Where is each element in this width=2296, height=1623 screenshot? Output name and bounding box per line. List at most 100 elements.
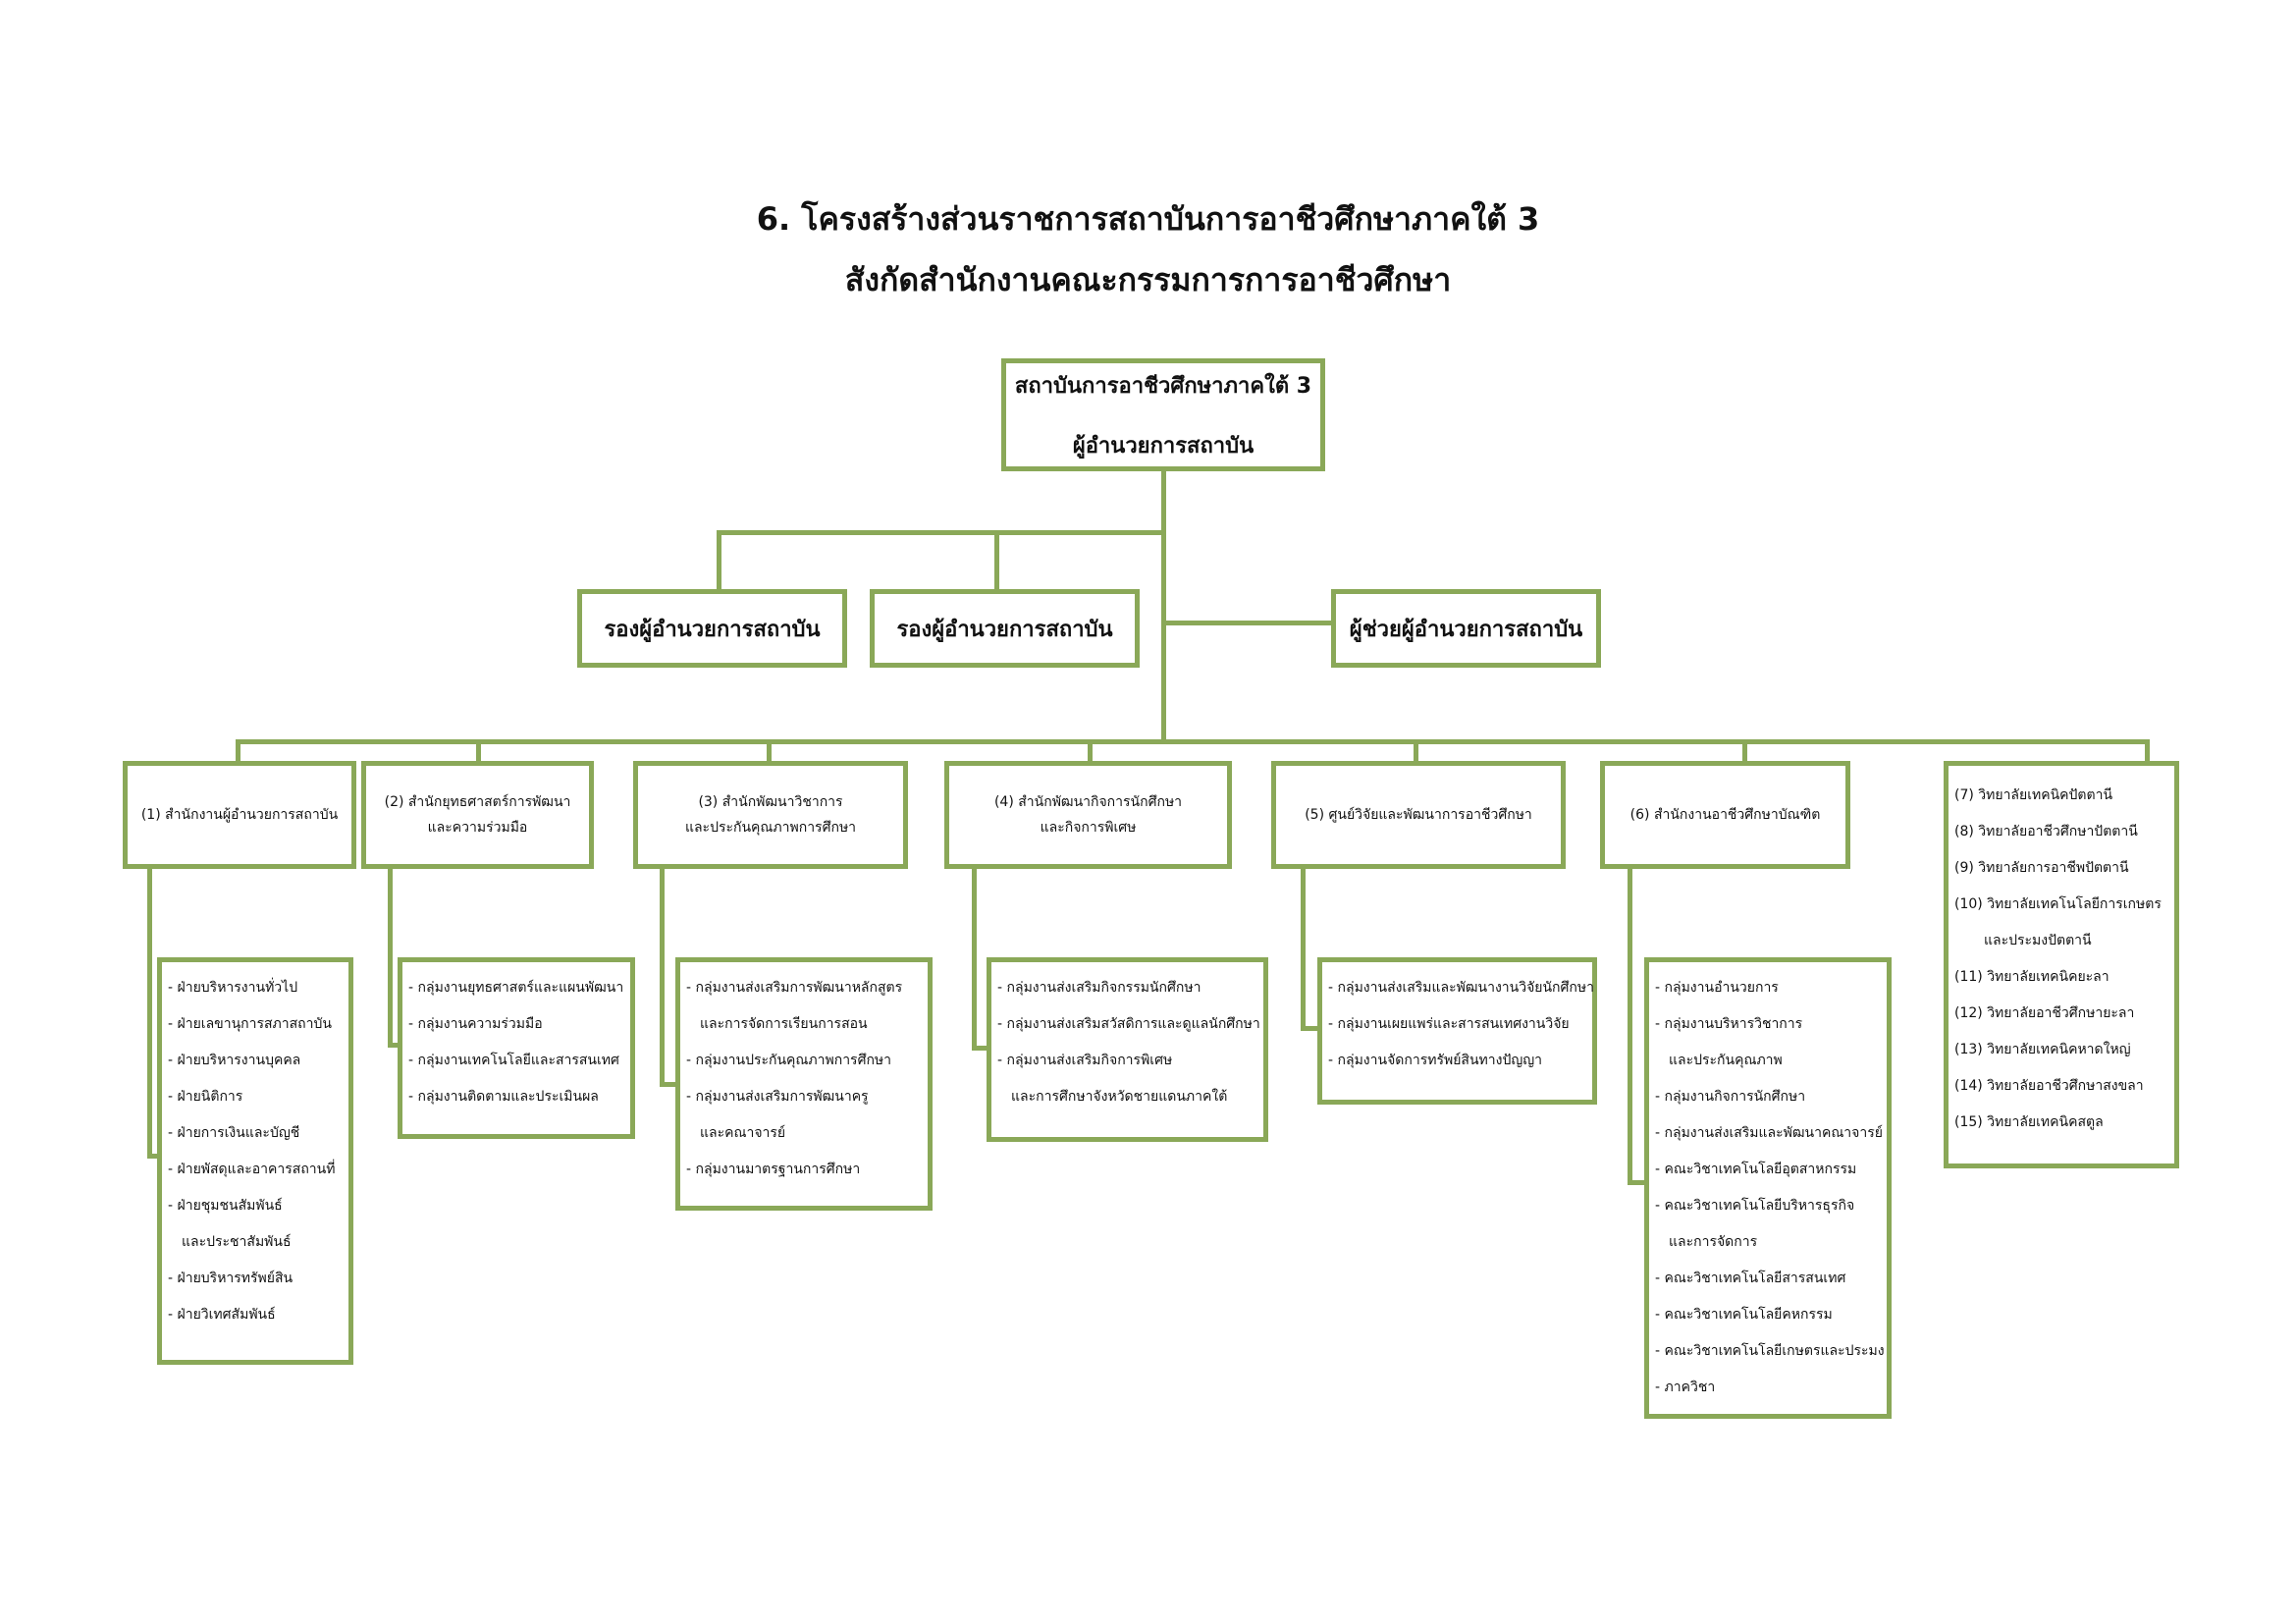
connector — [236, 739, 2150, 744]
list-item: ฝ่ายวิเทศสัมพันธ์ — [168, 1297, 343, 1333]
unit-box-3: (3) สำนักพัฒนาวิชาการ และประกันคุณภาพการ… — [633, 761, 908, 869]
connector — [236, 739, 240, 764]
unit-box-6: (6) สำนักงานอาชีวศึกษาบัณฑิต — [1600, 761, 1850, 869]
connector — [717, 530, 1166, 535]
deputy-director-label: รองผู้อำนวยการสถาบัน — [604, 617, 821, 642]
list-item-cont: และประชาสัมพันธ์ — [182, 1234, 292, 1250]
connector — [972, 1046, 989, 1051]
list-item-cont: และการจัดการ — [1669, 1234, 1758, 1250]
list-item: กลุ่มงานมาตรฐานการศึกษา — [686, 1152, 922, 1188]
list-item: ฝ่ายการเงินและบัญชี — [168, 1115, 343, 1152]
assistant-director-label: ผู้ช่วยผู้อำนวยการสถาบัน — [1349, 617, 1583, 642]
sublist-unit-6: กลุ่มงานอำนวยการ กลุ่มงานบริหารวิชาการ แ… — [1644, 957, 1892, 1419]
connector — [388, 866, 393, 1048]
unit-box-2: (2) สำนักยุทธศาสตร์การพัฒนา และความร่วมม… — [361, 761, 594, 869]
institute-director-box: สถาบันการอาชีวศึกษาภาคใต้ 3 ผู้อำนวยการส… — [1001, 358, 1325, 471]
list-item: กลุ่มงานส่งเสริมการพัฒนาหลักสูตร — [686, 970, 922, 1006]
connector — [660, 1082, 679, 1087]
list-item-cont: และการศึกษาจังหวัดชายแดนภาคใต้ — [1011, 1089, 1228, 1105]
deputy-director-box: รองผู้อำนวยการสถาบัน — [870, 589, 1140, 668]
connector — [1742, 739, 1747, 764]
deputy-director-label: รองผู้อำนวยการสถาบัน — [896, 617, 1113, 642]
connector — [994, 530, 999, 593]
list-item: ฝ่ายชุมชนสัมพันธ์ — [168, 1188, 343, 1224]
connector — [1301, 866, 1306, 1031]
list-item: กลุ่มงานส่งเสริมและพัฒนาคณาจารย์ — [1655, 1115, 1883, 1152]
list-item: ภาควิชา — [1655, 1370, 1881, 1406]
list-item: ฝ่ายนิติการ — [168, 1079, 343, 1115]
unit-name: (3) สำนักพัฒนาวิชาการ — [698, 794, 843, 810]
list-item: กลุ่มงานยุทธศาสตร์และแผนพัฒนา — [408, 970, 624, 1006]
unit-name: (5) ศูนย์วิจัยและพัฒนาการอาชีวศึกษา — [1305, 807, 1532, 823]
sublist-unit-4: กลุ่มงานส่งเสริมกิจกรรมนักศึกษา กลุ่มงาน… — [987, 957, 1268, 1142]
college-item: (10) วิทยาลัยเทคโนโลยีการเกษตร — [1954, 896, 2162, 912]
connector — [1301, 1026, 1322, 1031]
list-item: กลุ่มงานส่งเสริมกิจการพิเศษ — [997, 1043, 1257, 1079]
unit-name: (1) สำนักงานผู้อำนวยการสถาบัน — [140, 807, 339, 823]
college-item: (11) วิทยาลัยเทคนิคยะลา — [1954, 969, 2109, 985]
list-item: กลุ่มงานความร่วมมือ — [408, 1006, 624, 1043]
connector — [147, 866, 152, 1159]
sublist-unit-2: กลุ่มงานยุทธศาสตร์และแผนพัฒนา กลุ่มงานคว… — [398, 957, 635, 1139]
unit-name-cont: และประกันคุณภาพการศึกษา — [684, 820, 857, 836]
connector — [717, 530, 721, 593]
list-item: กลุ่มงานส่งเสริมสวัสดิการและดูแลนักศึกษา — [997, 1006, 1260, 1043]
page-title-line1: 6. โครงสร้างส่วนราชการสถาบันการอาชีวศึกษ… — [756, 200, 1540, 238]
connector — [1088, 739, 1093, 764]
unit-box-5: (5) ศูนย์วิจัยและพัฒนาการอาชีวศึกษา — [1271, 761, 1566, 869]
connector — [2145, 739, 2150, 764]
connector — [972, 866, 977, 1051]
connector — [1628, 866, 1632, 1185]
assistant-director-box: ผู้ช่วยผู้อำนวยการสถาบัน — [1331, 589, 1601, 668]
list-item: ฝ่ายบริหารงานทั่วไป — [168, 970, 343, 1006]
list-item: คณะวิชาเทคโนโลยีเกษตรและประมง — [1655, 1333, 1885, 1370]
list-item: ฝ่ายบริหารงานบุคคล — [168, 1043, 343, 1079]
page-title-line2: สังกัดสำนักงานคณะกรรมการการอาชีวศึกษา — [844, 261, 1452, 298]
list-item: กลุ่มงานส่งเสริมและพัฒนางานวิจัยนักศึกษา — [1328, 970, 1594, 1006]
unit-name-cont: และกิจการพิเศษ — [1040, 820, 1137, 836]
sublist-unit-1: ฝ่ายบริหารงานทั่วไป ฝ่ายเลขานุการสภาสถาบ… — [157, 957, 353, 1365]
list-item: ฝ่ายเลขานุการสภาสถาบัน — [168, 1006, 343, 1043]
college-item-cont: และประมงปัตตานี — [1984, 933, 2092, 948]
connector — [1628, 1180, 1649, 1185]
list-item: กลุ่มงานเผยแพร่และสารสนเทศงานวิจัย — [1328, 1006, 1586, 1043]
list-item: กลุ่มงานเทคโนโลยีและสารสนเทศ — [408, 1043, 624, 1079]
college-item: (14) วิทยาลัยอาชีวศึกษาสงขลา — [1954, 1078, 2144, 1094]
college-item: (12) วิทยาลัยอาชีวศึกษายะลา — [1954, 1005, 2135, 1021]
connector — [147, 1154, 162, 1159]
college-item: (9) วิทยาลัยการอาชีพปัตตานี — [1954, 860, 2129, 876]
list-item: คณะวิชาเทคโนโลยีอุตสาหกรรม — [1655, 1152, 1881, 1188]
list-item-cont: และประกันคุณภาพ — [1669, 1053, 1783, 1068]
list-item: กลุ่มงานประกันคุณภาพการศึกษา — [686, 1043, 922, 1079]
connector — [660, 866, 665, 1087]
unit-name: (4) สำนักพัฒนากิจการนักศึกษา — [993, 794, 1183, 810]
unit-name: (2) สำนักยุทธศาสตร์การพัฒนา — [384, 794, 571, 810]
deputy-director-box: รองผู้อำนวยการสถาบัน — [577, 589, 847, 668]
list-item: กลุ่มงานติดตามและประเมินผล — [408, 1079, 624, 1115]
list-item-cont: และคณาจารย์ — [700, 1125, 786, 1141]
college-item: (13) วิทยาลัยเทคนิคหาดใหญ่ — [1954, 1042, 2131, 1057]
unit-name-cont: และความร่วมมือ — [427, 820, 528, 836]
connector — [1161, 469, 1166, 744]
institute-name: สถาบันการอาชีวศึกษาภาคใต้ 3 — [1014, 373, 1312, 399]
list-item: กลุ่มงานบริหารวิชาการ — [1655, 1006, 1881, 1043]
list-item: ฝ่ายพัสดุและอาคารสถานที่ — [168, 1152, 343, 1188]
list-item-cont: และการจัดการเรียนการสอน — [700, 1016, 868, 1032]
college-item: (7) วิทยาลัยเทคนิคปัตตานี — [1954, 787, 2113, 803]
connector — [1166, 621, 1333, 625]
list-item: คณะวิชาเทคโนโลยีบริหารธุรกิจ — [1655, 1188, 1881, 1224]
list-item: กลุ่มงานจัดการทรัพย์สินทางปัญญา — [1328, 1043, 1586, 1079]
director-title: ผู้อำนวยการสถาบัน — [1072, 433, 1255, 459]
list-item: คณะวิชาเทคโนโลยีคหกรรม — [1655, 1297, 1881, 1333]
list-item: กลุ่มงานส่งเสริมการพัฒนาครู — [686, 1079, 922, 1115]
list-item: กลุ่มงานอำนวยการ — [1655, 970, 1881, 1006]
connector — [1414, 739, 1418, 764]
unit-box-1: (1) สำนักงานผู้อำนวยการสถาบัน — [123, 761, 356, 869]
unit-name: (6) สำนักงานอาชีวศึกษาบัณฑิต — [1629, 807, 1821, 823]
connector — [476, 739, 481, 764]
list-item: ฝ่ายบริหารทรัพย์สิน — [168, 1261, 343, 1297]
connector — [767, 739, 772, 764]
list-item: กลุ่มงานส่งเสริมกิจกรรมนักศึกษา — [997, 970, 1257, 1006]
unit-box-4: (4) สำนักพัฒนากิจการนักศึกษา และกิจการพิ… — [944, 761, 1232, 869]
colleges-box: (7) วิทยาลัยเทคนิคปัตตานี (8) วิทยาลัยอา… — [1944, 761, 2179, 1168]
